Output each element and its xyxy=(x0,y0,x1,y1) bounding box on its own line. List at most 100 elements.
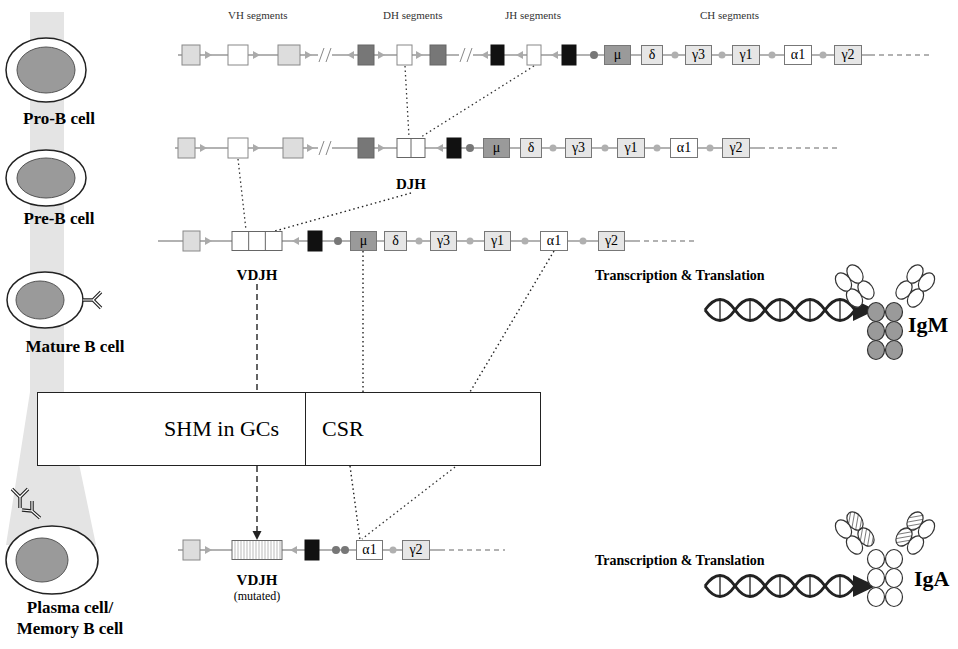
switch-line xyxy=(362,467,455,539)
annotation-label: CH segments xyxy=(700,9,759,21)
dna-line xyxy=(760,147,840,149)
connector xyxy=(470,251,554,392)
signal-triangle xyxy=(253,144,260,152)
break-mark xyxy=(319,48,324,62)
segment-outline xyxy=(230,540,284,560)
node-text: (mutated) xyxy=(234,589,281,604)
break-mark xyxy=(319,141,324,155)
constant-segment-box: δ xyxy=(384,231,407,251)
rearranged-segment: DJH xyxy=(394,138,428,193)
dna-line xyxy=(635,240,695,242)
j-segment xyxy=(308,231,322,251)
annotation-label: DH segments xyxy=(383,9,443,21)
break-mark xyxy=(326,48,331,62)
d-segment xyxy=(358,138,374,158)
b-cell: Pre-B cell xyxy=(0,148,118,229)
node-text: δ xyxy=(528,140,535,156)
cell-nucleus xyxy=(17,158,75,198)
node-text: α1 xyxy=(791,47,805,63)
secreted-antibody xyxy=(12,489,28,508)
mutation-stripe xyxy=(274,541,275,559)
heavy-chain-domain xyxy=(886,322,903,341)
signal-triangle xyxy=(378,144,385,152)
signal-triangle xyxy=(551,51,558,59)
b-cell: Pro-B cell xyxy=(0,32,118,129)
heavy-chain-domain xyxy=(868,550,885,569)
cell-nucleus xyxy=(16,538,68,582)
constant-segment-box: γ2 xyxy=(402,540,430,560)
dna-rung xyxy=(720,577,840,595)
light-chain-domain xyxy=(832,517,855,541)
constant-segment-box: μ xyxy=(604,45,631,65)
cell-membrane xyxy=(6,150,86,206)
mutation-stripe xyxy=(253,541,254,559)
switch-region xyxy=(334,237,342,245)
heavy-chain-domain xyxy=(886,341,903,360)
signal-triangle xyxy=(347,51,354,59)
annotation-label: IgM xyxy=(908,312,948,338)
node-text: γ2 xyxy=(409,542,422,558)
constant-segment-box: γ3 xyxy=(430,231,457,251)
process-box: CSR xyxy=(305,392,541,466)
node-text: γ3 xyxy=(572,140,585,156)
switch-region xyxy=(820,52,827,59)
segment-join xyxy=(265,232,266,251)
v-segment xyxy=(278,45,300,65)
signal-triangle xyxy=(436,144,443,152)
connector-group xyxy=(253,466,262,540)
b-cell: Mature B cell xyxy=(0,264,150,357)
node-text: δ xyxy=(392,233,399,249)
light-chain-domain xyxy=(915,517,938,541)
connector xyxy=(256,466,257,531)
v-segment xyxy=(228,45,248,65)
connector-group xyxy=(275,193,411,231)
d-segment xyxy=(397,45,412,65)
mutation-stripe xyxy=(235,541,236,559)
switch-region xyxy=(467,238,474,245)
heavy-chain-domain xyxy=(886,588,903,607)
signal-triangle xyxy=(516,51,523,59)
annotation-label: Transcription & Translation xyxy=(595,268,765,284)
node-text: γ1 xyxy=(491,233,504,249)
transcription-arrow xyxy=(705,575,876,597)
segment-box xyxy=(232,232,282,251)
secreted-antibody xyxy=(22,501,40,518)
node-text: μ xyxy=(614,47,622,63)
node-text: γ1 xyxy=(624,140,637,156)
switched-locus xyxy=(178,540,505,560)
cell-membrane xyxy=(6,38,86,102)
arrowhead xyxy=(253,531,262,540)
connector xyxy=(362,251,363,392)
vdj-locus xyxy=(158,231,695,251)
signal-triangle xyxy=(205,237,212,245)
annotation-label: VH segments xyxy=(228,9,288,21)
constant-segment-box: δ xyxy=(520,138,542,158)
dna-strand xyxy=(705,300,855,321)
switch-region xyxy=(602,145,609,152)
segment-join xyxy=(248,232,249,251)
break-mark xyxy=(326,141,331,155)
v-segment xyxy=(183,231,200,251)
node-text: δ xyxy=(649,47,656,63)
mutation-stripe xyxy=(250,541,251,559)
switch-region xyxy=(466,144,474,152)
dna-strand xyxy=(705,576,855,597)
mutation-stripe xyxy=(277,541,278,559)
node-text: γ2 xyxy=(729,140,742,156)
constant-segment-box: α1 xyxy=(784,45,812,65)
mutation-stripe xyxy=(271,541,272,559)
node-text: DJH xyxy=(396,175,426,193)
constant-segment-box: δ xyxy=(641,45,663,65)
heavy-chain-domain xyxy=(868,303,885,322)
v-segment xyxy=(178,138,195,158)
switch-region xyxy=(341,546,349,554)
igm-antibody xyxy=(832,262,938,360)
cell-membrane xyxy=(6,526,98,594)
dna-line xyxy=(870,54,930,56)
signal-triangle xyxy=(292,237,299,245)
signal-triangle xyxy=(205,51,212,59)
j-segment xyxy=(527,45,541,65)
b-cell: Plasma cell/ Memory B cell xyxy=(0,523,140,639)
mutation-stripe xyxy=(262,541,263,559)
